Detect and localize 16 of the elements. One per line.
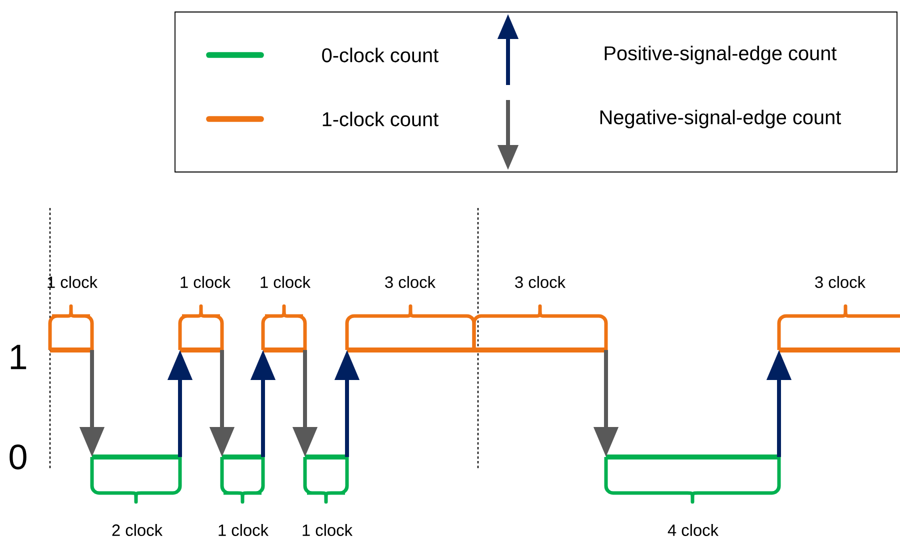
clock-label: 1 clock: [260, 276, 311, 288]
clock-label: 2 clock: [112, 524, 163, 536]
clock-label: 1 clock: [180, 276, 231, 288]
legend-text: Negative-signal-edge count: [600, 110, 842, 128]
legend-text: Positive-signal-edge count: [604, 46, 837, 64]
legend-text: 1-clock count: [322, 112, 438, 126]
clock-label: 3 clock: [385, 276, 436, 288]
clock-label: 4 clock: [668, 524, 719, 536]
clock-label: 1 clock: [48, 276, 98, 288]
level-label: 1: [10, 344, 26, 370]
level-label: 0: [10, 444, 26, 470]
clock-label: 3 clock: [815, 276, 866, 288]
clock-label: 1 clock: [218, 524, 269, 536]
clock-label: 3 clock: [515, 276, 566, 288]
clock-label: 1 clock: [302, 524, 353, 536]
legend-text: 0-clock count: [322, 48, 438, 62]
